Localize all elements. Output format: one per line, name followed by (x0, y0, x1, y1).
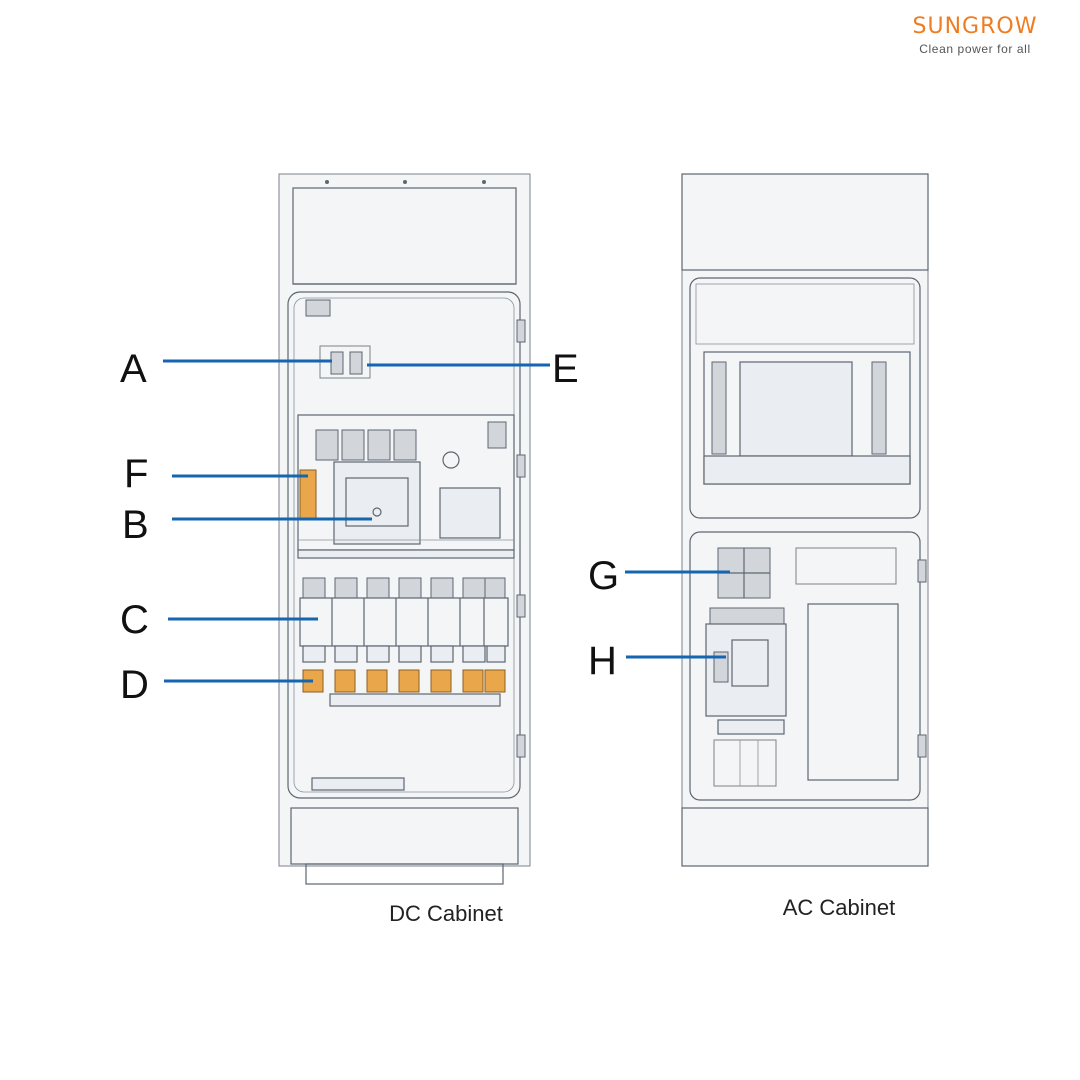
terminal-row (302, 669, 506, 707)
callout-group: A E F B C D G H (120, 347, 730, 707)
callout-label-g: G (588, 554, 619, 598)
callout-label-h: H (588, 639, 617, 683)
dc-cabinet-drawing (278, 173, 531, 885)
ac-cabinet-drawing (681, 173, 929, 867)
callout-label-b: B (122, 503, 149, 547)
callout-label-c: C (120, 598, 149, 642)
brand-tagline: Clean power for all (919, 42, 1031, 56)
brand-name: SUNGROW (912, 14, 1038, 39)
fuse-row (299, 577, 509, 663)
callout-label-f: F (124, 452, 148, 496)
callout-label-d: D (120, 663, 149, 707)
brand-logo: SUNGROW Clean power for all (880, 14, 1070, 57)
dc-cabinet-caption: DC Cabinet (389, 901, 503, 926)
callout-label-e: E (552, 347, 579, 391)
ac-cabinet-caption: AC Cabinet (783, 895, 896, 920)
callout-label-a: A (120, 347, 147, 391)
